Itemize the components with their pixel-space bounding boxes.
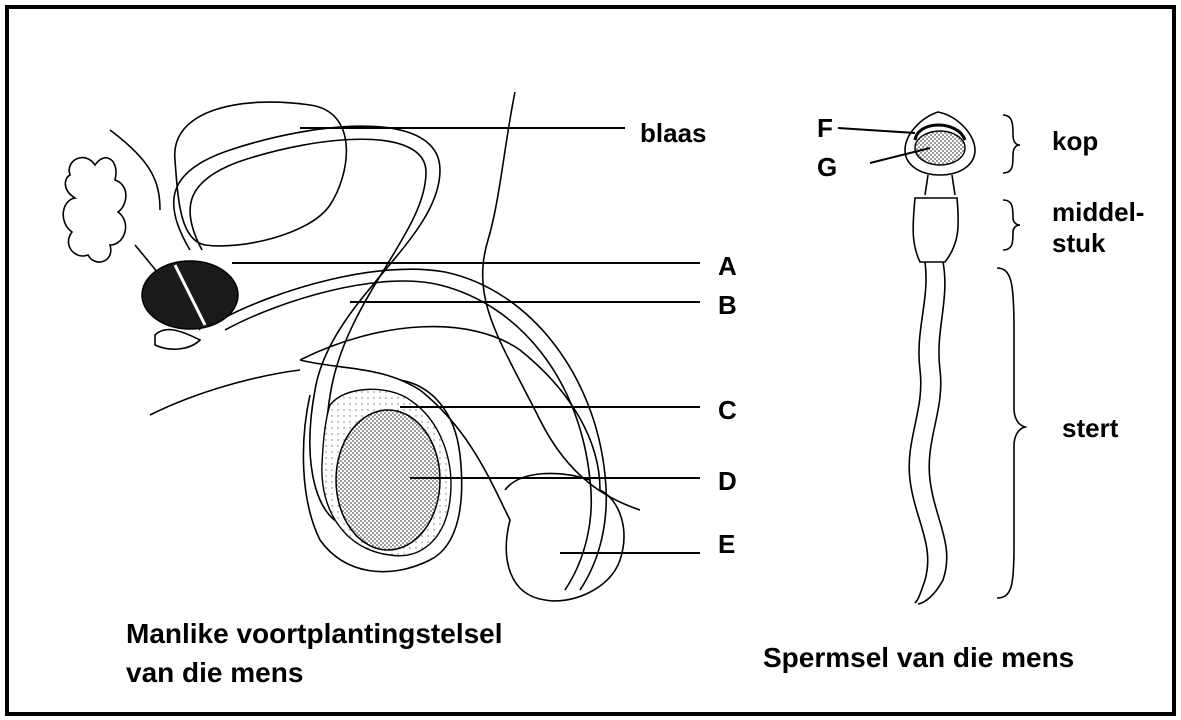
body-outline-front xyxy=(110,130,160,210)
caption-left-line2: van die mens xyxy=(126,657,303,688)
brace-kop xyxy=(1003,115,1020,173)
tail-left xyxy=(909,262,928,603)
label-kop: kop xyxy=(1052,126,1098,156)
leader-F xyxy=(838,128,915,133)
bladder xyxy=(175,102,347,246)
bulbourethral xyxy=(155,330,200,350)
label-E: E xyxy=(718,529,735,559)
label-B: B xyxy=(718,290,737,320)
sperm-neck xyxy=(925,175,955,195)
label-G: G xyxy=(817,152,837,182)
nucleus xyxy=(915,131,965,165)
label-C: C xyxy=(718,395,737,425)
testis xyxy=(336,410,440,550)
brace-middelstuk xyxy=(1003,200,1020,250)
label-A: A xyxy=(718,251,737,281)
label-F: F xyxy=(817,113,833,143)
body-outline-thigh xyxy=(150,370,300,415)
label-D: D xyxy=(718,466,737,496)
brace-stert xyxy=(997,268,1025,598)
label-middelstuk-line1: middel- xyxy=(1052,197,1144,227)
label-blaas: blaas xyxy=(640,118,707,148)
label-middelstuk-line2: stuk xyxy=(1052,228,1106,258)
midpiece xyxy=(913,198,958,262)
caption-right: Spermsel van die mens xyxy=(763,642,1074,673)
seminal-vesicle xyxy=(63,158,126,262)
glans xyxy=(505,473,590,490)
sperm-cell-drawing xyxy=(905,112,975,604)
label-stert: stert xyxy=(1062,413,1119,443)
caption-left-line1: Manlike voortplantingstelsel xyxy=(126,618,503,649)
